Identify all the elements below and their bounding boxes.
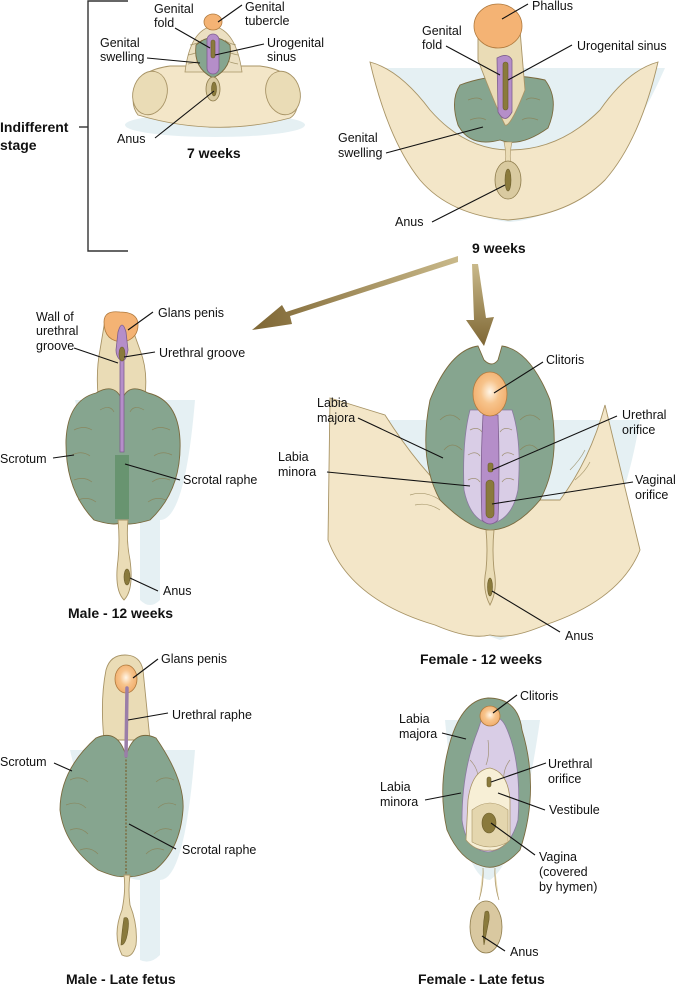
- label-anus: Anus: [117, 132, 146, 146]
- arrow-to-female-icon: [466, 264, 494, 346]
- label-vestibule: Vestibule: [549, 803, 600, 817]
- anus: [123, 568, 131, 586]
- label-genital-tubercle-2: tubercle: [245, 14, 290, 28]
- label-urethral-orifice-1: Urethral: [622, 408, 666, 422]
- label-urogenital-sinus-2: sinus: [267, 50, 296, 64]
- urogenital-sinus: [502, 61, 509, 111]
- label-vaginal-orifice-2: orifice: [635, 488, 668, 502]
- panel-7-weeks: Genital fold Genital tubercle Genital sw…: [100, 0, 324, 161]
- urethral-raphe: [124, 686, 129, 758]
- phallus: [473, 3, 523, 49]
- bracket-label-line1: Indifferent: [0, 119, 69, 135]
- label-wall-urethral-groove-2: urethral: [36, 324, 78, 338]
- label-anus: Anus: [510, 945, 539, 959]
- perineum: [116, 519, 132, 601]
- vaginal-orifice: [485, 479, 495, 519]
- pelvis-body: [369, 61, 659, 221]
- panel-9-weeks: Phallus Genital fold Urogenital sinus Ge…: [338, 0, 667, 256]
- label-labia-minora-1: Labia: [278, 450, 309, 464]
- anus: [482, 910, 490, 946]
- left-thigh: [132, 70, 168, 116]
- bracket-label-line2: stage: [0, 137, 37, 153]
- development-arrows: [252, 256, 494, 346]
- label-genital-fold-1: Genital: [154, 2, 194, 16]
- label-anus: Anus: [395, 215, 424, 229]
- label-vagina-1: Vagina: [539, 850, 577, 864]
- label-clitoris: Clitoris: [546, 353, 584, 367]
- anus: [504, 168, 512, 192]
- label-anus: Anus: [163, 584, 192, 598]
- anus: [120, 917, 129, 946]
- label-scrotal-raphe: Scrotal raphe: [182, 843, 256, 857]
- label-anus: Anus: [565, 629, 594, 643]
- label-phallus: Phallus: [532, 0, 573, 13]
- label-urogenital-sinus: Urogenital sinus: [577, 39, 667, 53]
- label-genital-swelling-2: swelling: [100, 50, 145, 64]
- anus: [487, 577, 493, 597]
- anus: [211, 81, 217, 97]
- label-labia-majora-2: majora: [399, 727, 437, 741]
- panel-female-late-fetus: Clitoris Labia majora Urethral orifice L…: [380, 689, 600, 985]
- vagina: [481, 812, 497, 834]
- label-urethral-orifice-2: orifice: [622, 423, 655, 437]
- scrotal-raphe: [115, 455, 129, 519]
- perineum: [116, 874, 137, 957]
- label-scrotum: Scrotum: [0, 452, 47, 466]
- perineal-raphe: [478, 867, 500, 901]
- label-labia-minora-2: minora: [380, 795, 418, 809]
- panel-title-female-12-weeks: Female - 12 weeks: [420, 651, 542, 667]
- label-labia-majora-2: majora: [317, 411, 355, 425]
- label-genital-fold-2: fold: [154, 16, 174, 30]
- clitoris: [479, 705, 501, 727]
- arrow-to-male-icon: [252, 256, 458, 330]
- label-scrotum: Scrotum: [0, 755, 47, 769]
- panel-title-female-late-fetus: Female - Late fetus: [418, 971, 545, 985]
- urethral-groove: [118, 346, 126, 362]
- panel-title-7-weeks: 7 weeks: [187, 145, 241, 161]
- right-thigh: [265, 70, 301, 116]
- label-vaginal-orifice-1: Vaginal: [635, 473, 676, 487]
- label-labia-majora-1: Labia: [399, 712, 430, 726]
- label-genital-fold-2: fold: [422, 38, 442, 52]
- panel-female-12-weeks: Clitoris Labia majora Urethral orifice L…: [278, 345, 676, 667]
- clitoris: [472, 371, 508, 417]
- label-wall-urethral-groove-3: groove: [36, 339, 74, 353]
- label-genital-swelling-2: swelling: [338, 146, 383, 160]
- label-labia-minora-2: minora: [278, 465, 316, 479]
- label-urethral-orifice-1: Urethral: [548, 757, 592, 771]
- label-genital-tubercle-1: Genital: [245, 0, 285, 14]
- label-vagina-2: (covered: [539, 865, 588, 879]
- panel-male-late-fetus: Glans penis Urethral raphe Scrotum Scrot…: [0, 652, 256, 985]
- label-urethral-raphe: Urethral raphe: [172, 708, 252, 722]
- label-wall-urethral-groove-1: Wall of: [36, 310, 74, 324]
- label-clitoris: Clitoris: [520, 689, 558, 703]
- label-urogenital-sinus-1: Urogenital: [267, 36, 324, 50]
- scrotum: [59, 734, 184, 878]
- panel-title-male-12-weeks: Male - 12 weeks: [68, 605, 173, 621]
- label-vagina-3: by hymen): [539, 880, 597, 894]
- label-scrotal-raphe: Scrotal raphe: [183, 473, 257, 487]
- label-glans-penis: Glans penis: [158, 306, 224, 320]
- panel-title-9-weeks: 9 weeks: [472, 240, 526, 256]
- label-labia-minora-1: Labia: [380, 780, 411, 794]
- label-genital-swelling-1: Genital: [338, 131, 378, 145]
- label-urethral-groove: Urethral groove: [159, 346, 245, 360]
- urethral-orifice: [486, 776, 492, 788]
- panel-male-12-weeks: Wall of urethral groove Glans penis Uret…: [0, 306, 257, 621]
- label-glans-penis: Glans penis: [161, 652, 227, 666]
- urogenital-sinus: [210, 39, 216, 59]
- indifferent-stage-bracket: Indifferent stage: [0, 0, 128, 252]
- genital-tubercle: [203, 13, 223, 31]
- label-urethral-orifice-2: orifice: [548, 772, 581, 786]
- label-genital-swelling-1: Genital: [100, 36, 140, 50]
- panel-title-male-late-fetus: Male - Late fetus: [66, 971, 176, 985]
- label-genital-fold-1: Genital: [422, 24, 462, 38]
- urethral-orifice: [487, 462, 494, 473]
- label-labia-majora-1: Labia: [317, 396, 348, 410]
